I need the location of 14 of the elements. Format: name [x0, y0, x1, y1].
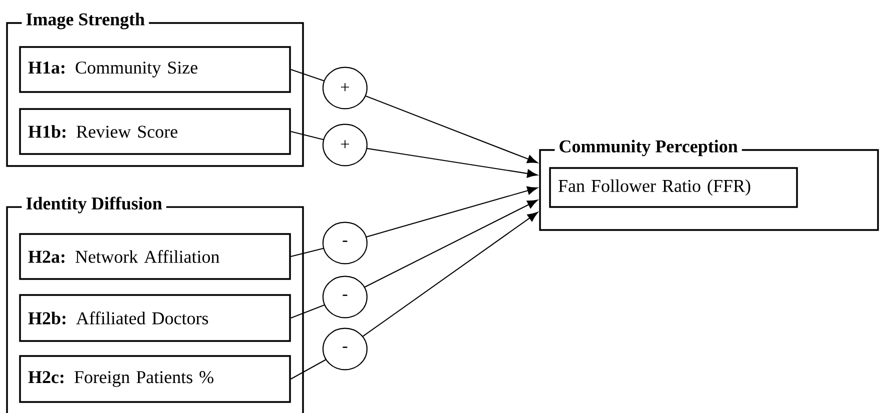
- edge-label: -: [322, 328, 368, 370]
- hypothesis-box: H1a: Community Size: [19, 46, 291, 93]
- group-heading: Image Strength: [22, 8, 149, 34]
- hypothesis-box: H2a: Network Affiliation: [19, 233, 291, 280]
- edge-label: -: [322, 276, 368, 318]
- group-heading: Community Perception: [554, 136, 742, 160]
- edge-label: -: [322, 222, 368, 264]
- group-heading: Identity Diffusion: [22, 192, 166, 218]
- edge-label: +: [322, 124, 368, 166]
- hypothesis-box: H1b: Review Score: [19, 108, 291, 155]
- hypothesis-box: Fan Follower Ratio (FFR): [549, 167, 798, 208]
- hypothesis-box: H2b: Affiliated Doctors: [19, 294, 291, 342]
- hypothesis-box: H2c: Foreign Patients %: [19, 355, 291, 403]
- edge-label: +: [322, 66, 368, 110]
